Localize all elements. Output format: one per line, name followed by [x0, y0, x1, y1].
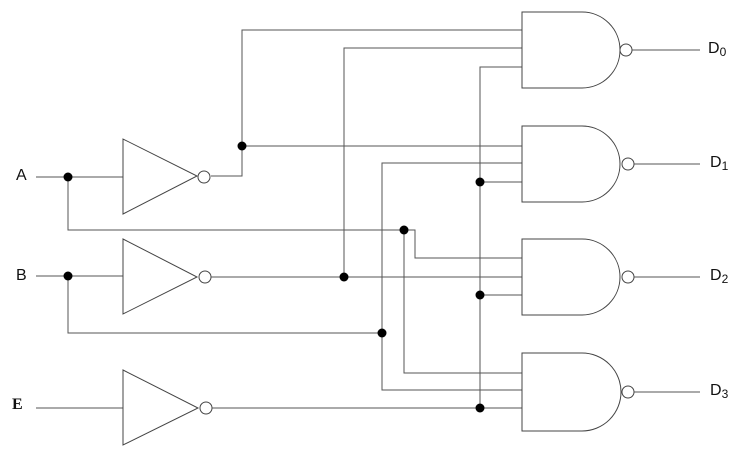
wire-a-d3	[403, 230, 522, 374]
input-label-a: A	[16, 167, 27, 184]
junction-dot	[475, 403, 485, 413]
not-gate-a-bubble	[197, 170, 211, 184]
junction-dot	[237, 141, 247, 151]
junction-dot	[339, 272, 349, 282]
nand-gate-d3	[521, 352, 622, 432]
nand-gate-d1-bubble	[621, 157, 635, 171]
junction-dot	[63, 172, 73, 182]
junction-dot	[399, 225, 409, 235]
nand-gate-d1	[521, 125, 621, 203]
output-label-d0: D0	[708, 40, 727, 59]
wire-b-branch	[67, 276, 382, 334]
nand-gate-d0-bubble	[619, 43, 633, 57]
wire-not-b-d0	[343, 47, 522, 277]
input-label-b: B	[16, 267, 27, 284]
not-gate-b	[122, 238, 199, 315]
nand-gate-d3-bubble	[621, 385, 635, 399]
not-gate-b-bubble	[198, 270, 212, 284]
not-gate-e	[122, 369, 200, 446]
output-label-d1: D1	[710, 154, 729, 173]
junction-dot	[63, 271, 73, 281]
wire-b-d3	[381, 333, 522, 391]
output-label-d3: D3	[710, 382, 729, 401]
wire-enable-bus	[479, 66, 522, 408]
output-label-d2: D2	[710, 267, 729, 286]
junction-dot	[475, 177, 485, 187]
nand-gate-d2-bubble	[621, 270, 635, 284]
wire-b-d1	[381, 162, 522, 333]
not-gate-a	[122, 138, 199, 215]
wire-not-a	[211, 29, 522, 177]
nand-gate-d2	[521, 238, 621, 316]
not-gate-e-bubble	[199, 401, 213, 415]
wire-a-branch	[67, 177, 522, 259]
junction-dot	[475, 290, 485, 300]
input-label-e: E	[12, 396, 23, 413]
nand-gate-d0	[521, 11, 621, 89]
junction-dot	[377, 328, 387, 338]
